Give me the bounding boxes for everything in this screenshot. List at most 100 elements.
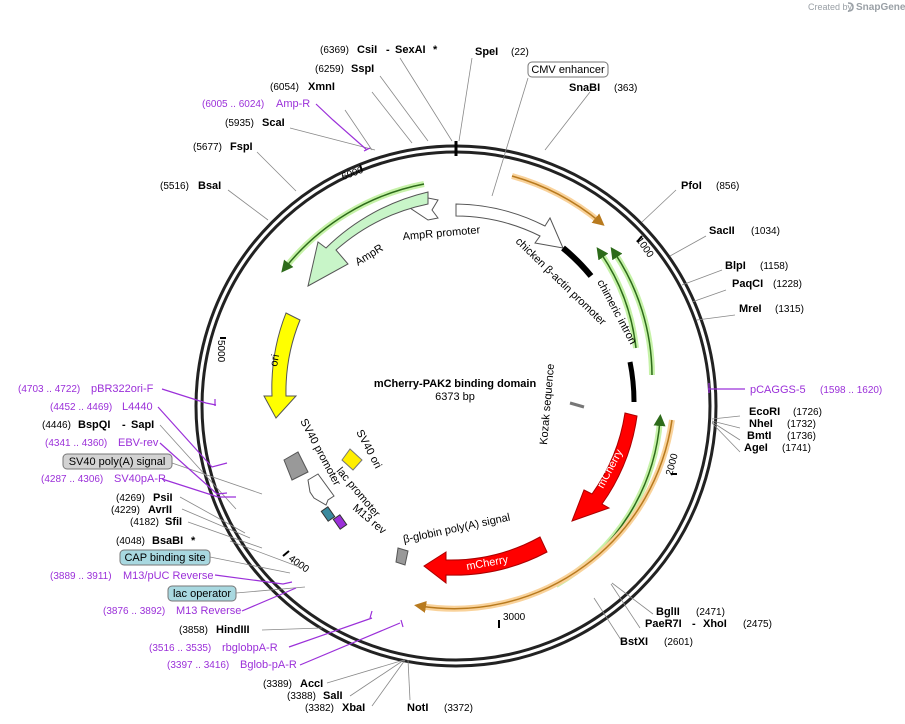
enzyme-pos-paer7i: (2475) (743, 619, 772, 630)
tick-5000: 5000 (215, 340, 226, 363)
enzyme-pos-xbai: (3382) (305, 703, 334, 714)
enzyme-pos-blpi: (1158) (760, 261, 788, 272)
chicken-actin-promoter-feature (455, 203, 564, 249)
enzyme-pos-scai: (5935) (225, 118, 254, 129)
enzyme-pos-xmni: (6054) (270, 82, 299, 93)
plasmid-name: mCherry-PAK2 binding domain (374, 378, 537, 390)
enzyme-name-blpi: BlpI (725, 260, 746, 272)
chimeric-intron-end (627, 361, 637, 403)
enzyme-name-mrei: MreI (739, 303, 762, 315)
ampr-feature (307, 191, 429, 287)
enzyme-name-bspqi: BspQI (78, 419, 110, 431)
enzyme-name-paer7i: PaeR7I (645, 618, 682, 630)
sv40-ori-box (341, 448, 363, 471)
svg-text:-: - (386, 44, 390, 56)
chicken-actin-label: chicken β-actin promoter (513, 236, 608, 329)
primer-name-l4440: L4440 (122, 401, 153, 413)
tick-1000: 1000 (634, 235, 656, 260)
primer-name-rbglobpar: rbglobpA-R (222, 642, 278, 654)
enzyme-name-bglii: BglII (656, 606, 680, 618)
outer-orange-arc-top (511, 173, 605, 226)
enzyme-name-sexai: SexAI (395, 44, 426, 56)
ampr-promoter-label: AmpR promoter (402, 224, 481, 243)
enzyme-pos-paqci: (1228) (773, 279, 802, 290)
cap-binding-site-box (320, 506, 336, 522)
enzyme-pos-hindiii: (3858) (179, 625, 208, 636)
enzyme-pos-bstxi: (2601) (664, 637, 693, 648)
primer-pos-m13rev: (3876 .. 3892) (103, 606, 165, 617)
enzyme-pos-bmti: (1736) (787, 431, 816, 442)
enzyme-pos-bsai: (5516) (160, 181, 189, 192)
primer-pos-pcaggs5: (1598 .. 1620) (820, 385, 882, 396)
enzyme-star-sexai: * (433, 44, 438, 56)
mcherry-feature-1 (571, 412, 638, 522)
enzyme-pos-fspi: (5677) (193, 142, 222, 153)
primer-name-pcaggs5: pCAGGS-5 (750, 384, 806, 396)
position-ticks (220, 164, 677, 628)
enzyme-pos-pfoi: (856) (716, 181, 739, 192)
tick-6000: 6000 (340, 165, 365, 183)
enzyme-name-bsai: BsaI (198, 180, 221, 192)
enzyme-name-csii: CsiI (357, 44, 377, 56)
primer-name-ampr: Amp-R (276, 98, 310, 110)
enzyme-pos-snabi: (363) (614, 83, 637, 94)
svg-text:-: - (692, 618, 696, 630)
sv40-polya-label: SV40 poly(A) signal (69, 456, 166, 468)
enzyme-pos-sfii: (4182) (130, 517, 159, 528)
enzyme-name-sali: SalI (323, 690, 343, 702)
enzyme-name-pfoi: PfoI (681, 180, 702, 192)
created-by-text: Created by (808, 2, 853, 12)
primer-markers (157, 103, 745, 666)
snapgene-brand: SnapGene (856, 2, 905, 13)
enzyme-name-bsabi: BsaBI (152, 535, 183, 547)
primer-pos-rbglobpar: (3516 .. 3535) (149, 643, 211, 654)
primer-name-pbr322orif: pBR322ori-F (91, 383, 154, 395)
primer-name-m13rev: M13 Reverse (176, 605, 241, 617)
enzyme-name-paqci: PaqCI (732, 278, 763, 290)
enzyme-pos-psii: (4269) (116, 493, 145, 504)
m13-rev-box (332, 514, 348, 530)
sv40-promoter-arrow (307, 473, 335, 506)
primer-name-m13puc: M13/pUC Reverse (123, 570, 213, 582)
sv40-polya-box (283, 451, 309, 481)
enzyme-name-scai: ScaI (262, 117, 285, 129)
leader-lines (159, 57, 741, 707)
plasmid-size: 6373 bp (435, 391, 475, 403)
enzyme-pos-spei: (22) (511, 47, 529, 58)
snapgene-logo-icon (847, 2, 854, 12)
enzyme-name-sacii: SacII (709, 225, 735, 237)
enzyme-name-nhei: NheI (749, 418, 773, 430)
primer-pos-sv40par: (4287 .. 4306) (41, 474, 103, 485)
enzyme-name-sapi: SapI (131, 419, 154, 431)
enzyme-name-sfii: SfiI (165, 516, 182, 528)
cap-binding-label: CAP binding site (124, 552, 205, 564)
enzyme-pos-bsabi: (4048) (116, 536, 145, 547)
enzyme-name-fspi: FspI (230, 141, 253, 153)
enzyme-name-spei: SpeI (475, 46, 498, 58)
cap-binding-tag: CAP binding site (119, 549, 211, 566)
enzyme-star-bsabi: * (191, 535, 196, 547)
enzyme-pos-nhei: (1732) (787, 419, 816, 430)
enzyme-pos-sacii: (1034) (751, 226, 780, 237)
tick-3000: 3000 (503, 612, 526, 623)
ori-feature (263, 312, 301, 419)
enzyme-pos-csii: (6369) (320, 45, 349, 56)
mcherry-feature-2 (423, 536, 548, 585)
enzyme-pos-agei: (1741) (782, 443, 811, 454)
sv40-polya-tag: SV40 poly(A) signal (62, 453, 173, 470)
ori-label: ori (268, 353, 282, 367)
primer-name-sv40par: SV40pA-R (114, 473, 166, 485)
primer-pos-ampr: (6005 .. 6024) (202, 99, 264, 110)
cmv-enhancer-tag: CMV enhancer (527, 61, 609, 78)
primer-pos-pbr322orif: (4703 .. 4722) (18, 384, 80, 395)
enzyme-pos-acci: (3389) (263, 679, 292, 690)
enzyme-pos-ecori: (1726) (793, 407, 822, 418)
primer-pos-bglobpar: (3397 .. 3416) (167, 660, 229, 671)
primer-pos-l4440: (4452 .. 4469) (50, 402, 112, 413)
enzyme-name-ecori: EcoRI (749, 406, 780, 418)
tick-4000: 4000 (286, 553, 311, 575)
enzyme-name-psii: PsiI (153, 492, 173, 504)
enzyme-name-agei: AgeI (744, 442, 768, 454)
enzyme-pos-mrei: (1315) (775, 304, 804, 315)
